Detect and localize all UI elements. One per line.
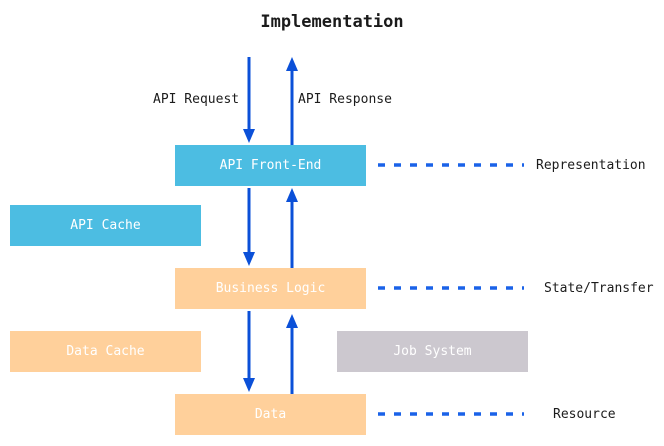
arrow-layer	[243, 57, 298, 394]
node-business-logic[interactable]: Business Logic	[175, 268, 366, 309]
arrow-business-logic-to-data	[243, 311, 255, 392]
arrowhead	[243, 252, 255, 266]
node-label: API Front-End	[219, 158, 322, 173]
node-label: Data	[254, 407, 287, 422]
side-label-state-transfer: State/Transfer	[544, 281, 654, 296]
node-label: Data Cache	[66, 344, 145, 359]
node-api-front-end[interactable]: API Front-End	[175, 145, 366, 186]
arrow-request-into-front-end	[243, 57, 255, 143]
arrow-front-end-to-business-logic	[243, 188, 255, 266]
flow-label-api-response: API Response	[298, 92, 392, 107]
flow-label-api-request: API Request	[153, 92, 240, 107]
node-data-cache[interactable]: Data Cache	[10, 331, 201, 372]
arrowhead	[286, 314, 298, 328]
arrow-data-to-business-logic	[286, 314, 298, 394]
arrowhead	[243, 378, 255, 392]
side-label-resource: Resource	[553, 407, 616, 422]
node-api-cache[interactable]: API Cache	[10, 205, 201, 246]
node-data[interactable]: Data	[175, 394, 366, 435]
node-label: API Cache	[70, 218, 141, 233]
arrowhead	[286, 57, 298, 71]
page-title: Implementation	[260, 12, 404, 32]
dashed-connector-layer	[378, 163, 524, 416]
arrow-response-out-of-front-end	[286, 57, 298, 145]
arrow-business-logic-to-front-end	[286, 188, 298, 268]
node-job-system[interactable]: Job System	[337, 331, 528, 372]
arrowhead	[243, 129, 255, 143]
node-label: Job System	[393, 344, 472, 359]
node-label: Business Logic	[215, 281, 326, 296]
side-label-representation: Representation	[536, 158, 646, 173]
arrowhead	[286, 188, 298, 202]
